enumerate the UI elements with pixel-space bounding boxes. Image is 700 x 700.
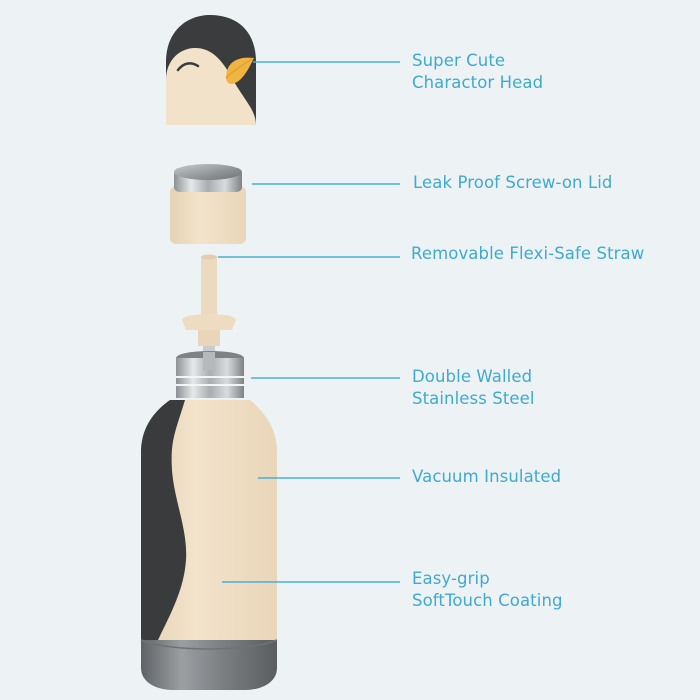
callout-text: Leak Proof Screw-on Lid (413, 173, 613, 192)
character-head (166, 15, 256, 125)
callout-straw: Removable Flexi-Safe Straw (411, 243, 644, 265)
bottle-body (140, 400, 278, 690)
callout-easy-grip: Easy-grip SoftTouch Coating (412, 568, 563, 612)
callout-screw-on-lid: Leak Proof Screw-on Lid (413, 172, 613, 194)
screw-on-lid (170, 164, 246, 244)
callout-text: Stainless Steel (412, 389, 535, 408)
stainless-neck (176, 351, 244, 398)
callout-text: Super Cute (412, 51, 506, 70)
beak-icon (226, 57, 254, 84)
callout-text: Removable Flexi-Safe Straw (411, 244, 645, 263)
callout-vacuum-insulated: Vacuum Insulated (412, 466, 561, 488)
callout-character-head: Super Cute Charactor Head (412, 50, 543, 94)
callout-text: SoftTouch Coating (412, 591, 563, 610)
callout-text: Vacuum Insulated (412, 467, 562, 486)
callout-text: Easy-grip (412, 569, 490, 588)
callout-stainless-steel: Double Walled Stainless Steel (412, 366, 535, 410)
callout-text: Charactor Head (412, 73, 544, 92)
leader-lines (218, 61, 400, 583)
callout-text: Double Walled (412, 367, 533, 386)
